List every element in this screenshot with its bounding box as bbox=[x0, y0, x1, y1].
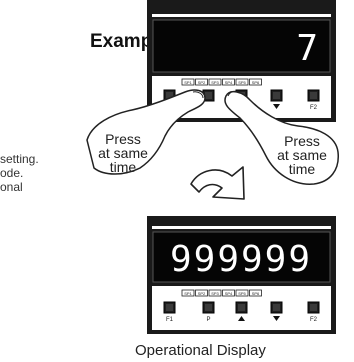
key-label: F2 bbox=[310, 317, 318, 323]
setpoint-indicator-2: SP2 bbox=[195, 78, 208, 86]
setpoint-indicator-5: SP5 bbox=[235, 289, 249, 297]
f1-key[interactable]: F1 bbox=[163, 301, 176, 323]
down-arrow-icon bbox=[273, 104, 280, 109]
down-key[interactable] bbox=[270, 301, 283, 321]
key-label: F1 bbox=[166, 317, 174, 323]
bottom-meter-highlight bbox=[152, 226, 331, 229]
left-hand-shape bbox=[86, 89, 206, 175]
top-meter-highlight bbox=[152, 14, 331, 17]
setpoint-indicator-2: SP2 bbox=[195, 289, 208, 297]
setpoint-indicator-6: SP6 bbox=[249, 289, 262, 297]
left-bubble-line-3: time bbox=[110, 159, 137, 175]
right-hand-shape bbox=[224, 90, 339, 185]
left-hand: Press at same time bbox=[86, 89, 206, 175]
setpoint-label: SP5 bbox=[238, 80, 246, 85]
right-bubble-line-1: Press bbox=[284, 133, 320, 149]
setpoint-indicator-6: SP6 bbox=[249, 78, 262, 86]
side-text-line-3: onal bbox=[0, 180, 23, 194]
f2-key[interactable]: F2 bbox=[307, 89, 320, 111]
bottom-meter-setpoint-row: SP1 SP2 SP3 SP4 SP5 SP6 bbox=[181, 289, 262, 297]
top-meter-readout: 7 bbox=[296, 28, 322, 69]
side-text-line-1: setting. bbox=[0, 152, 39, 166]
f2-key[interactable]: F2 bbox=[307, 301, 320, 323]
setpoint-label: SP2 bbox=[198, 80, 206, 85]
setpoint-label: SP3 bbox=[211, 291, 219, 296]
down-arrow-icon bbox=[273, 316, 280, 321]
setpoint-indicator-1: SP1 bbox=[181, 289, 195, 297]
setpoint-label: SP4 bbox=[225, 291, 233, 296]
setpoint-label: SP4 bbox=[225, 80, 233, 85]
setpoint-label: SP1 bbox=[184, 291, 192, 296]
bottom-meter-key-row: F1 P F2 bbox=[163, 301, 320, 323]
setpoint-label: SP2 bbox=[198, 291, 206, 296]
setpoint-label: SP6 bbox=[252, 291, 260, 296]
left-fingernail bbox=[192, 91, 204, 99]
curved-arrow-icon bbox=[190, 166, 245, 200]
left-bubble-line-2: at same bbox=[98, 145, 148, 161]
key-label: P bbox=[206, 317, 210, 323]
left-bubble-line-1: Press bbox=[105, 131, 141, 147]
bottom-meter-readout: 999999 bbox=[170, 239, 312, 280]
key-label: F2 bbox=[310, 105, 318, 111]
setpoint-label: SP3 bbox=[211, 80, 219, 85]
program-key[interactable]: P bbox=[202, 301, 215, 323]
right-bubble-line-2: at same bbox=[277, 147, 327, 163]
side-text-line-2: ode. bbox=[0, 166, 24, 180]
setpoint-label: SP1 bbox=[184, 80, 192, 85]
right-bubble-line-3: time bbox=[289, 161, 316, 177]
bottom-meter: 999999 SP1 SP2 SP3 SP4 SP5 SP6 F1 P F2 bbox=[147, 216, 336, 334]
setpoint-indicator-4: SP4 bbox=[222, 289, 235, 297]
caption: Operational Display bbox=[135, 342, 266, 359]
bottom-meter-display bbox=[152, 231, 331, 283]
setpoint-indicator-3: SP3 bbox=[208, 289, 222, 297]
right-fingernail bbox=[227, 90, 241, 97]
top-meter-setpoint-row: SP1 SP2 SP3 SP4 SP5 SP6 bbox=[181, 78, 262, 86]
up-key[interactable] bbox=[235, 301, 248, 321]
top-meter-display bbox=[152, 19, 331, 73]
setpoint-indicator-5: SP5 bbox=[235, 78, 249, 86]
setpoint-indicator-4: SP4 bbox=[222, 78, 235, 86]
right-hand: Press at same time bbox=[224, 90, 339, 185]
setpoint-label: SP6 bbox=[252, 80, 260, 85]
setpoint-indicator-3: SP3 bbox=[208, 78, 222, 86]
setpoint-indicator-1: SP1 bbox=[181, 78, 195, 86]
setpoint-label: SP5 bbox=[238, 291, 246, 296]
down-key[interactable] bbox=[270, 89, 283, 109]
up-arrow-icon bbox=[238, 316, 245, 321]
